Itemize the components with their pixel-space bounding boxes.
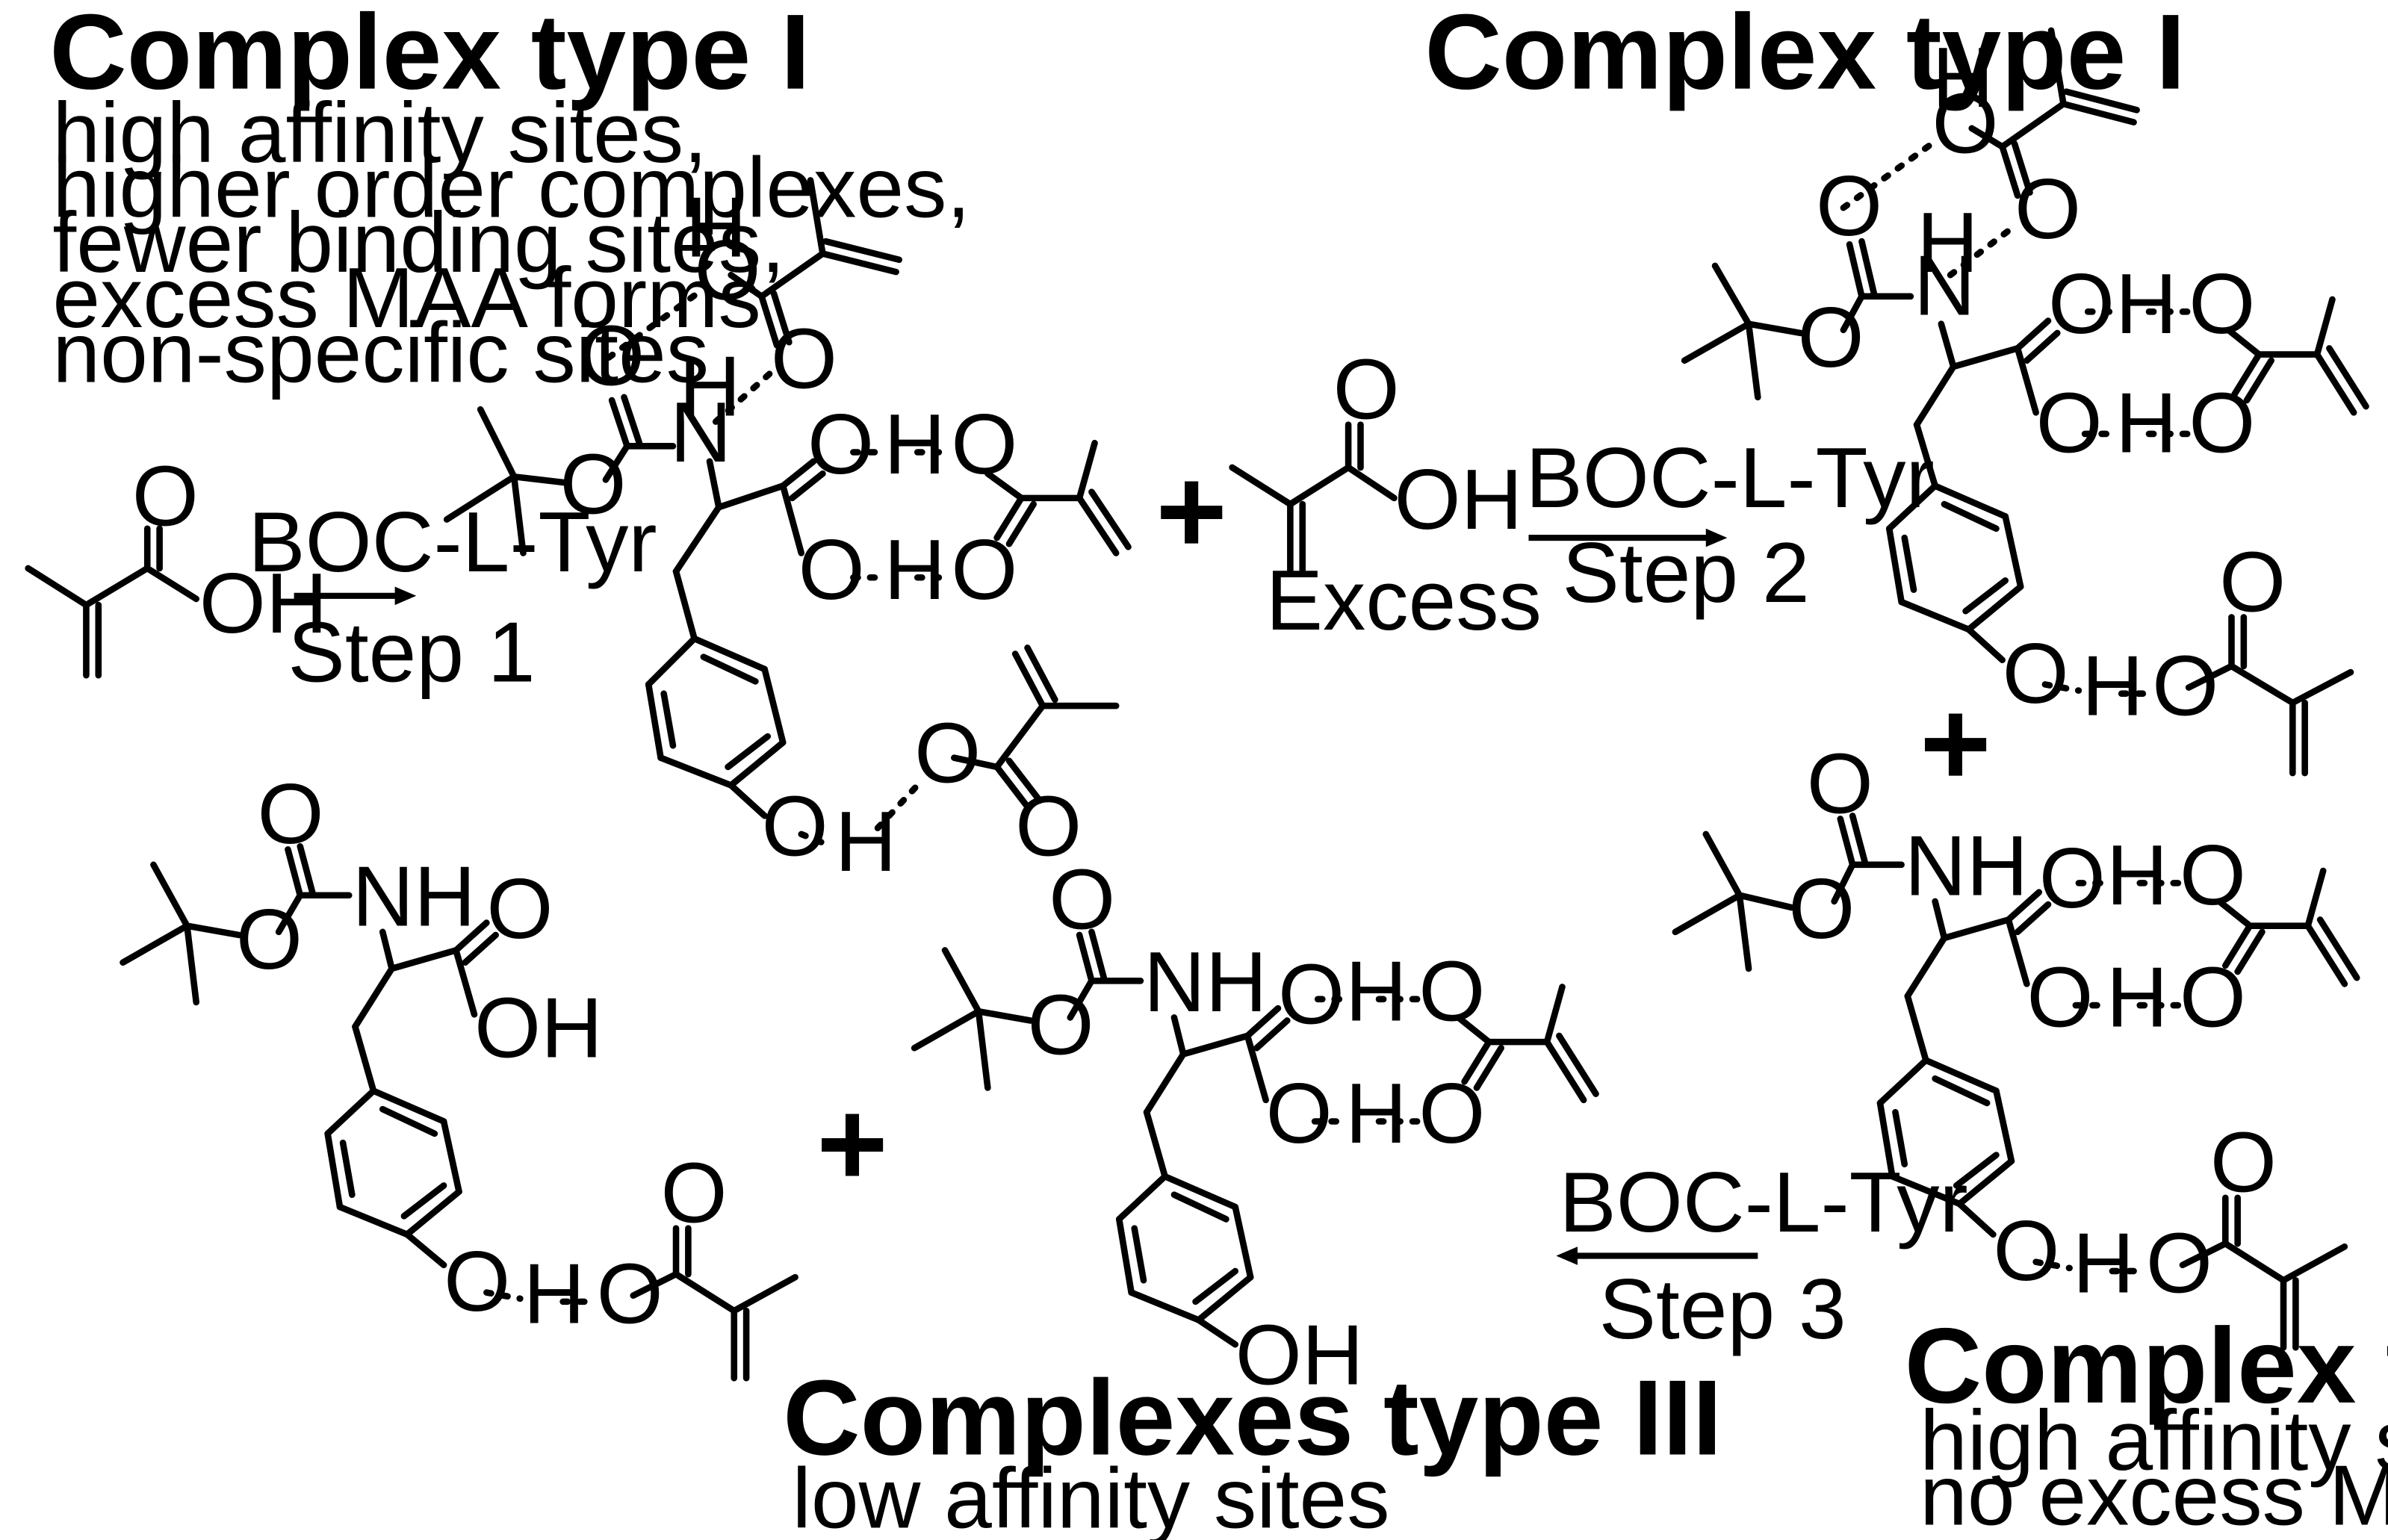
svg-text:N: N: [670, 385, 732, 480]
step1-label: Step 1: [288, 604, 535, 700]
step2-reagent: BOC-L-Tyr: [1525, 430, 1934, 526]
svg-text:O: O: [2048, 256, 2115, 352]
complex-type-i-title-left: Complex type I: [49, 0, 810, 112]
svg-text:NH: NH: [1905, 819, 2028, 914]
svg-text:NH: NH: [1144, 934, 1267, 1030]
svg-text:H: H: [2115, 376, 2177, 471]
svg-text:H: H: [1932, 30, 1994, 125]
type-iii-description: low affinity sites: [792, 1451, 1389, 1540]
svg-text:O: O: [2180, 950, 2246, 1046]
step1-reagent: BOC-L-Tyr: [248, 494, 657, 590]
step1-arrow: BOC-L-Tyr Step 1: [248, 494, 657, 700]
svg-text:H: H: [1345, 1066, 1407, 1161]
svg-text:high affinity sites,: high affinity sites,: [52, 85, 707, 181]
svg-text:OH: OH: [199, 556, 328, 651]
complex-type-ii: O O NH O O H O H O: [1672, 736, 2360, 1351]
svg-text:O: O: [2003, 626, 2069, 721]
svg-text:O: O: [1015, 779, 1082, 875]
svg-text:H: H: [1345, 943, 1407, 1039]
svg-text:O: O: [1418, 943, 1485, 1039]
svg-text:H: H: [2106, 950, 2168, 1046]
svg-text:O: O: [258, 766, 324, 862]
svg-text:O: O: [2146, 1216, 2212, 1311]
svg-text:O: O: [444, 1234, 510, 1329]
svg-text:H: H: [2073, 1216, 2135, 1311]
svg-text:O: O: [2026, 950, 2093, 1046]
svg-text:O: O: [1333, 342, 1400, 438]
svg-text:O: O: [807, 397, 874, 492]
svg-text:H: H: [884, 397, 946, 492]
svg-text:NH: NH: [352, 849, 475, 945]
svg-text:O: O: [951, 397, 1017, 492]
svg-text:O: O: [1049, 852, 1115, 948]
svg-text:non-specific sites: non-specific sites: [52, 305, 709, 400]
plus-sign-2: +: [1920, 674, 1991, 811]
svg-text:O: O: [798, 522, 865, 618]
step3-arrow: BOC-L-Tyr Step 3: [1556, 1155, 1968, 1357]
svg-text:H: H: [2082, 638, 2144, 733]
svg-text:H: H: [679, 338, 741, 434]
svg-text:O: O: [560, 436, 627, 532]
svg-text:OH: OH: [1235, 1307, 1364, 1403]
svg-text:O: O: [1932, 76, 1999, 172]
svg-text:O: O: [661, 1146, 728, 1241]
maa-molecule-excess: O OH Excess: [1229, 342, 1542, 648]
svg-text:H: H: [523, 1246, 585, 1342]
svg-text:O: O: [771, 311, 837, 407]
svg-text:fewer binding sites,: fewer binding sites,: [52, 195, 785, 291]
svg-text:O: O: [1993, 1203, 2059, 1299]
svg-text:excess MAA forms: excess MAA forms: [52, 250, 760, 346]
complex-type-i-right: O O N H O O H O H O: [1681, 27, 2369, 777]
svg-text:O: O: [2039, 830, 2106, 926]
plus-sign-1: +: [1156, 443, 1227, 580]
svg-text:O: O: [2015, 161, 2081, 257]
svg-text:H: H: [2106, 828, 2168, 923]
svg-text:O: O: [951, 522, 1017, 618]
svg-text:O: O: [486, 861, 553, 957]
svg-text:O: O: [762, 779, 828, 875]
svg-text:O: O: [2189, 256, 2255, 352]
svg-text:high affinity sites,: high affinity sites,: [1920, 1393, 2388, 1488]
complex-type-iii-dimer: O O NH O O H O H O: [911, 852, 1599, 1403]
svg-text:H: H: [835, 794, 897, 889]
plus-sign-3: +: [816, 1075, 888, 1211]
svg-text:O: O: [2189, 376, 2255, 471]
svg-text:O: O: [1418, 1066, 1485, 1161]
complexes-type-iii-title: Complexes type III: [783, 1358, 1722, 1477]
step2-arrow: BOC-L-Tyr Step 2: [1525, 430, 1934, 621]
svg-text:H: H: [884, 522, 946, 618]
svg-text:O: O: [597, 1246, 663, 1342]
step3-reagent: BOC-L-Tyr: [1559, 1155, 1967, 1250]
svg-text:O: O: [2152, 638, 2218, 733]
type-ii-description: high affinity sites, no excess MAA: [1920, 1393, 2388, 1540]
svg-text:O: O: [2180, 828, 2246, 923]
complex-type-i-center: O O N H O O H O H O: [443, 177, 1132, 889]
svg-text:N: N: [1914, 237, 1976, 333]
svg-text:O: O: [2219, 534, 2286, 630]
complex-type-iii-phenol: O O NH O OH O H O O: [120, 766, 798, 1382]
maa-molecule-left: O OH: [25, 449, 328, 679]
svg-text:O: O: [1266, 1066, 1333, 1161]
svg-text:O: O: [1278, 947, 1345, 1043]
type-i-description: high affinity sites, higher order comple…: [52, 85, 970, 401]
svg-text:OH: OH: [1394, 452, 1522, 547]
svg-text:O: O: [914, 705, 981, 801]
svg-text:O: O: [1807, 736, 1873, 831]
svg-text:O: O: [2036, 376, 2103, 471]
complex-type-ii-title: Complex type II: [1905, 1306, 2388, 1426]
svg-text:H: H: [685, 180, 747, 276]
svg-text:O: O: [2210, 1115, 2277, 1211]
step2-label: Step 2: [1562, 525, 1809, 621]
svg-text:OH: OH: [474, 981, 603, 1076]
step3-label: Step 3: [1599, 1261, 1846, 1357]
svg-text:no excess MAA: no excess MAA: [1920, 1448, 2388, 1540]
excess-label: Excess: [1266, 553, 1542, 648]
svg-text:H: H: [2115, 256, 2177, 352]
svg-text:O: O: [695, 223, 761, 318]
svg-text:O: O: [132, 449, 199, 544]
